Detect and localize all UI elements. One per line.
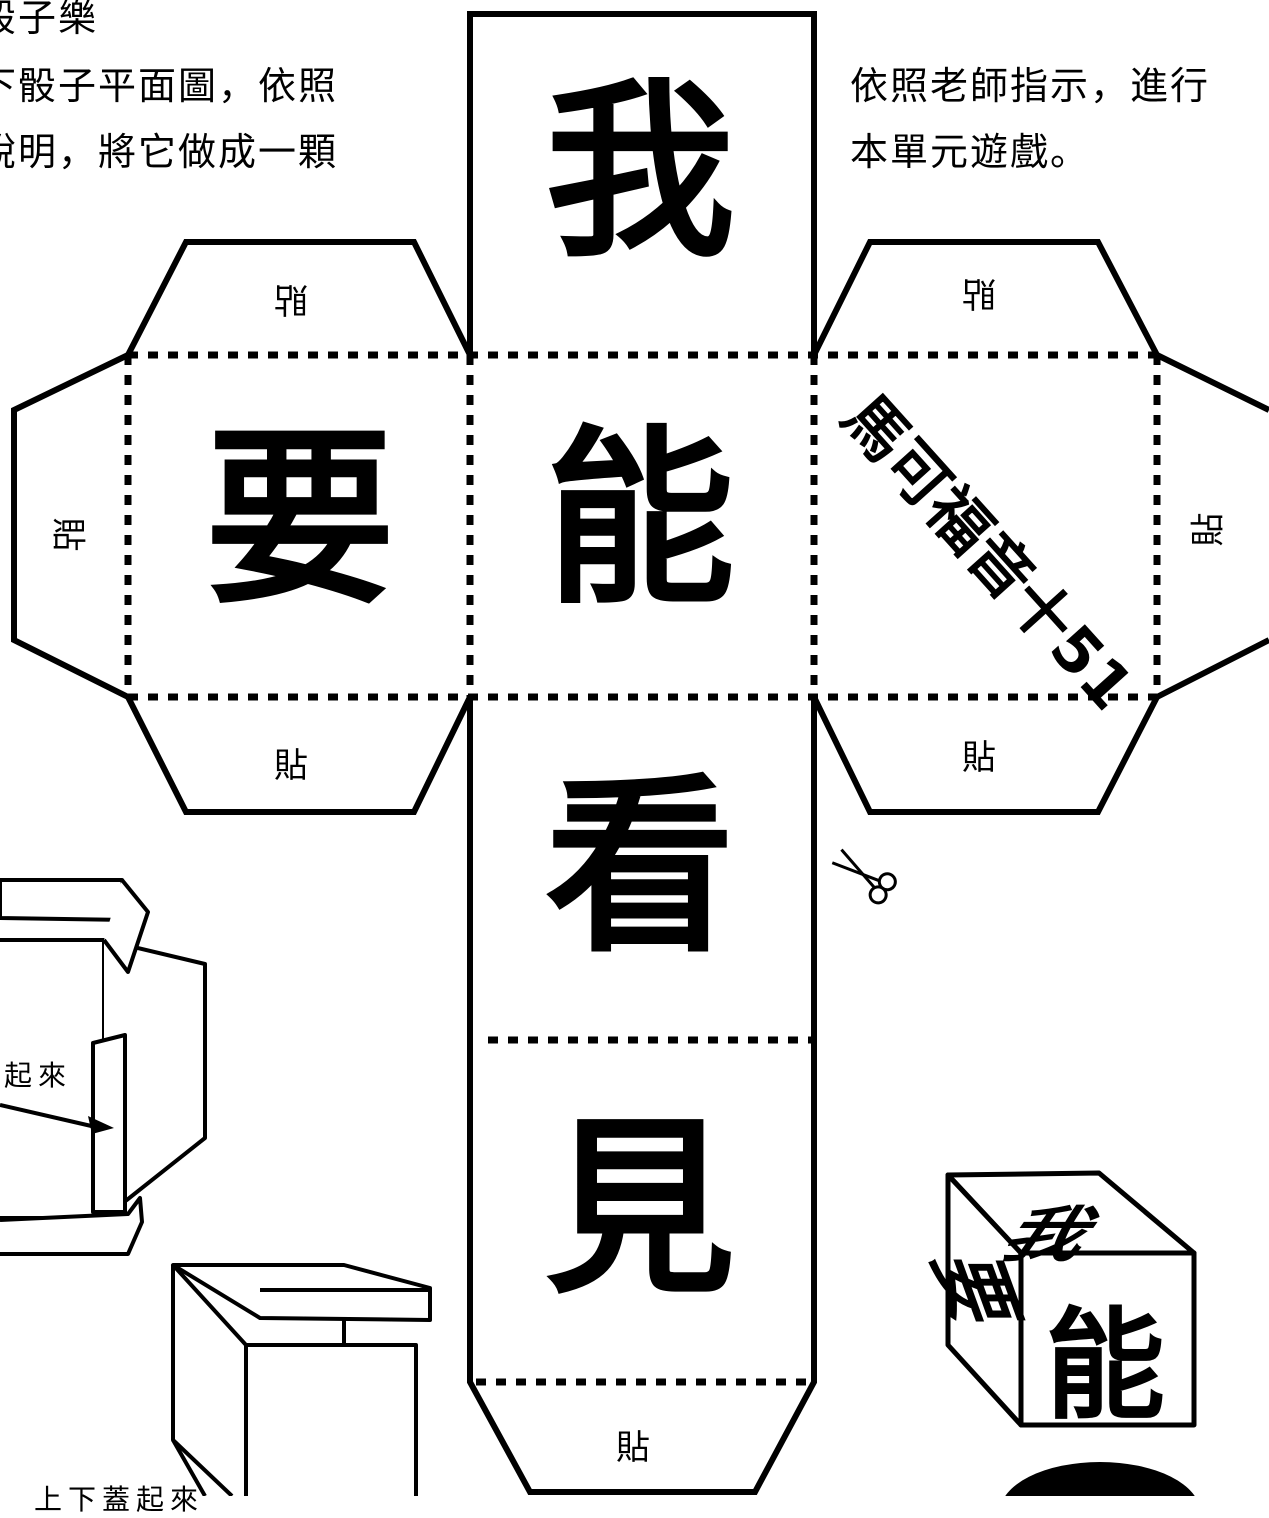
intro-right-line1: 依照老師指示，進行	[850, 64, 1211, 108]
scissors-icon	[831, 848, 897, 905]
face-below: 看	[544, 757, 735, 978]
face-center: 能	[544, 409, 735, 630]
glue-label-right-top: 貼	[962, 273, 996, 313]
intro-left-line2: 下骰子平面圖，依照	[0, 64, 339, 108]
cube-front-char: 能	[1045, 1297, 1165, 1436]
finished-cube	[945, 1170, 1197, 1428]
box-sketch-bottom	[171, 1263, 432, 1496]
glue-label-left-top: 貼	[274, 279, 308, 319]
finished-badge	[1005, 1462, 1195, 1496]
flap-right-top	[811, 239, 1160, 357]
step-caption-a: 起來	[4, 1059, 73, 1092]
face-left: 要	[204, 409, 395, 630]
cube-side-char: 要	[914, 1256, 1037, 1325]
center-column-lower-outline	[467, 697, 817, 1495]
flap-right-side	[1155, 352, 1269, 700]
flap-left-side	[11, 352, 130, 700]
step-caption-b: 上下蓋起來	[34, 1483, 205, 1516]
flap-right-bottom	[811, 695, 1160, 815]
flap-left-bottom	[125, 695, 473, 815]
glue-label-left-bottom: 貼	[274, 746, 308, 786]
intro-left-line1: 骰子樂	[0, 0, 99, 40]
intro-right-line2: 本單元遊戲。	[850, 130, 1091, 174]
face-bottom: 見	[544, 1099, 735, 1320]
glue-label-right-side: 貼	[1188, 512, 1229, 547]
intro-left-line3: 說明，將它做成一顆	[0, 130, 339, 174]
glue-label-left-side: 貼	[47, 517, 88, 552]
face-top: 我	[544, 62, 735, 283]
glue-label-column-bottom: 貼	[616, 1428, 650, 1468]
box-sketch-arrowhead	[88, 1116, 114, 1134]
box-sketch-left	[0, 878, 207, 1256]
box-sketch-arrow	[0, 1103, 101, 1130]
flap-left-top	[125, 239, 473, 357]
glue-label-right-bottom: 貼	[962, 738, 996, 778]
center-column-outline	[467, 11, 817, 355]
